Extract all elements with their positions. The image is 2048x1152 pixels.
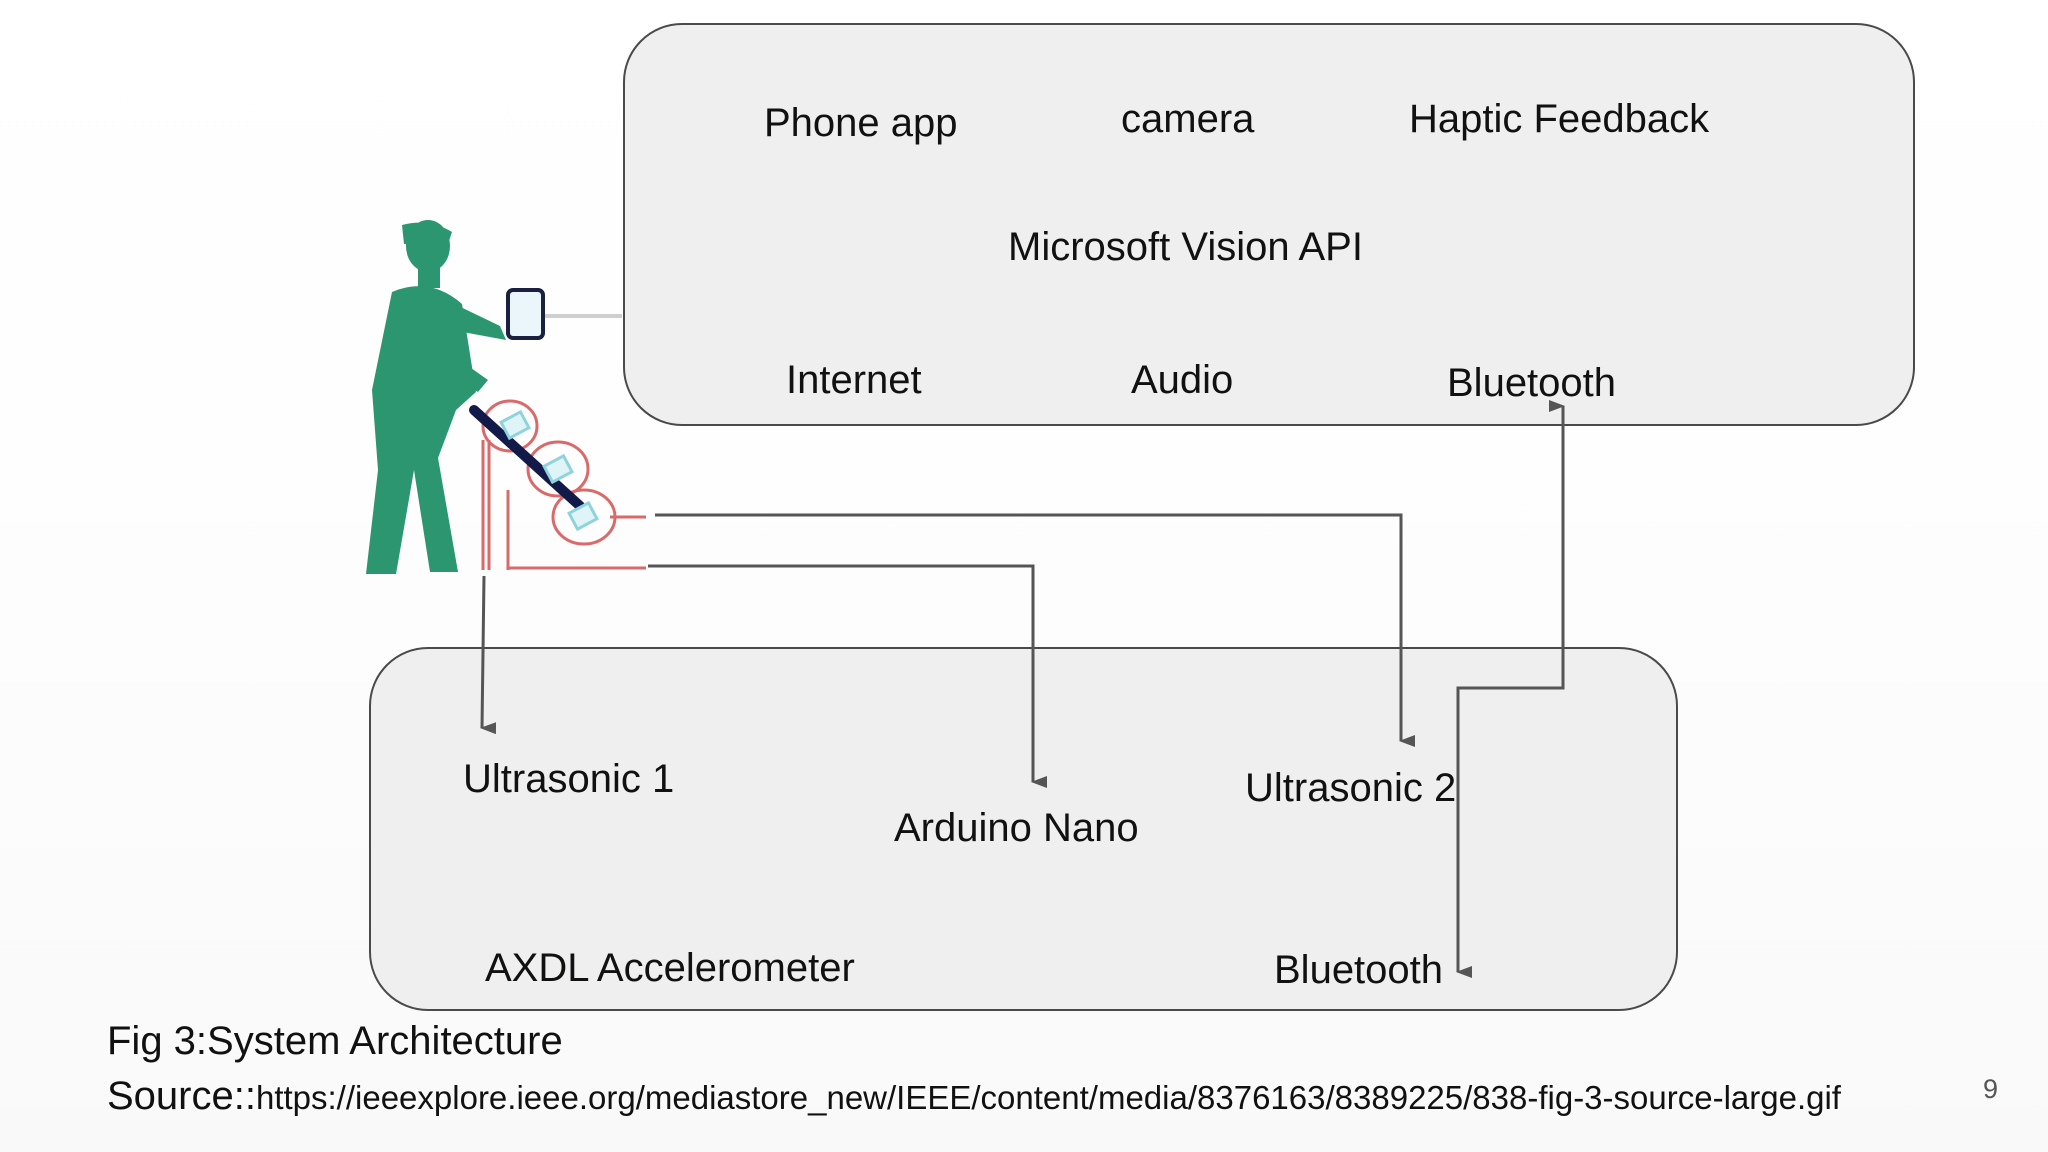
sensor-markers [481,399,646,570]
accelerometer-label: AXDL Accelerometer [485,946,855,990]
arrow-to-ultrasonic-1 [480,575,497,735]
figure-caption: Fig 3:System Architecture [107,1019,563,1063]
ultrasonic-2-label: Ultrasonic 2 [1245,766,1457,810]
phone-bluetooth-label: Bluetooth [1447,361,1617,405]
phone-app-label: Phone app [764,101,958,145]
smart-cane [469,405,585,511]
arrow-bluetooth-link [1456,400,1565,978]
page-number: 9 [1983,1074,1999,1104]
arrow-to-arduino-nano [648,564,1047,788]
person-with-cane-illustration [366,220,646,574]
cane-system-box [369,647,1678,1011]
phone-device [506,288,545,340]
source-prefix: Source:: [107,1074,256,1118]
source-url: https://ieeexplore.ieee.org/mediastore_n… [255,1079,1841,1116]
source-line: Source::https://ieeexplore.ieee.org/medi… [107,1072,1841,1122]
vision-api-label: Microsoft Vision API [1008,225,1363,269]
connector-arrows [480,400,1565,978]
camera-label: camera [1121,97,1255,141]
person-silhouette [366,220,506,574]
ultrasonic-1-label: Ultrasonic 1 [463,757,675,801]
haptic-feedback-label: Haptic Feedback [1409,97,1710,141]
cane-bluetooth-label: Bluetooth [1274,948,1444,992]
audio-label: Audio [1131,358,1234,402]
sensor-modules [499,409,599,532]
arrow-to-ultrasonic-2 [655,513,1415,747]
phone-system-box [623,23,1915,426]
internet-label: Internet [786,358,922,402]
arduino-nano-label: Arduino Nano [894,806,1139,850]
